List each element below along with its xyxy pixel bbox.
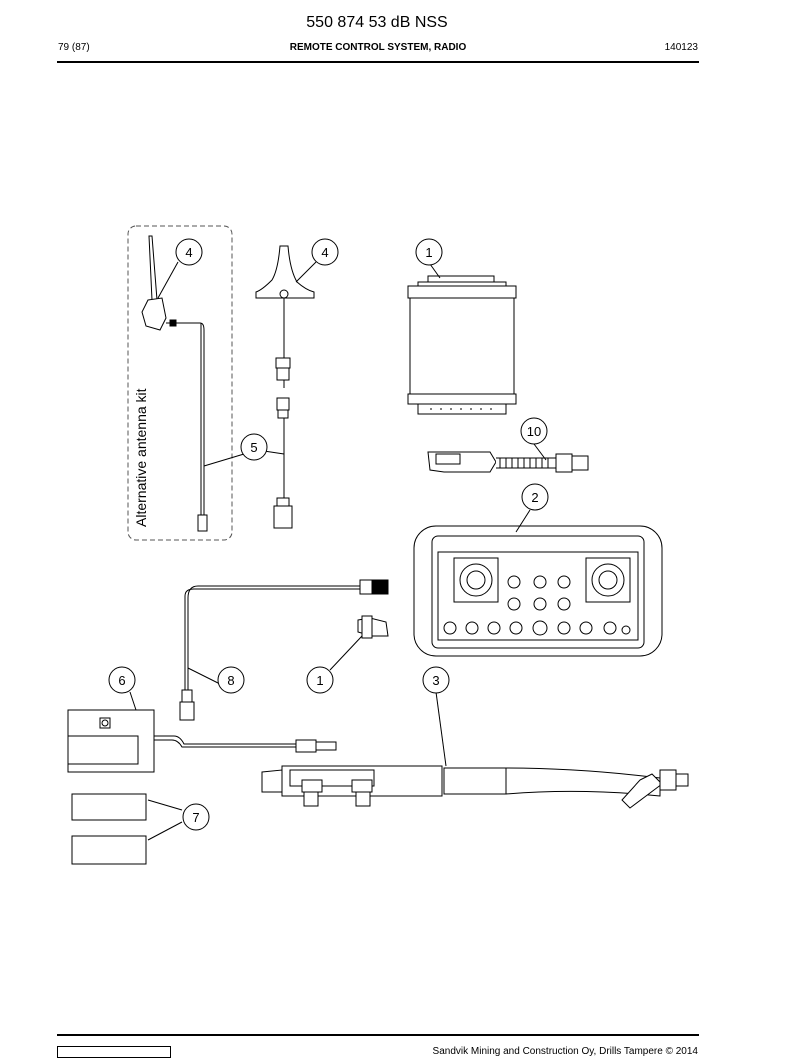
radio-unit	[407, 275, 517, 415]
svg-text:5: 5	[250, 440, 257, 455]
remote-transmitter	[413, 525, 663, 657]
callout-8: 8	[217, 666, 245, 694]
cable-assembly	[179, 579, 389, 721]
footer-copyright: Sandvik Mining and Construction Oy, Dril…	[432, 1046, 698, 1057]
svg-text:6: 6	[118, 673, 125, 688]
document-title: 550 874 53 dB NSS	[306, 14, 448, 31]
date-code: 140123	[664, 42, 698, 53]
shoulder-harness	[261, 765, 689, 809]
charger-unit	[67, 709, 337, 773]
svg-text:3: 3	[432, 673, 439, 688]
small-connector	[357, 615, 389, 639]
svg-text:2: 2	[531, 490, 538, 505]
callout-1b: 1	[306, 666, 334, 694]
svg-text:4: 4	[185, 245, 192, 260]
connector-cable	[427, 451, 589, 473]
svg-text:1: 1	[425, 245, 432, 260]
callout-3: 3	[422, 666, 450, 694]
whip-antenna	[141, 235, 208, 532]
svg-text:8: 8	[227, 673, 234, 688]
header-rule	[57, 61, 699, 63]
battery-pack-1	[71, 793, 147, 821]
callout-4b: 4	[311, 238, 339, 266]
callout-2: 2	[521, 483, 549, 511]
svg-text:1: 1	[316, 673, 323, 688]
svg-text:7: 7	[192, 810, 199, 825]
svg-text:10: 10	[527, 424, 541, 439]
callout-10: 10	[520, 417, 548, 445]
callout-5: 5	[240, 433, 268, 461]
leader-lines	[129, 261, 547, 841]
callout-7: 7	[182, 803, 210, 831]
battery-pack-2	[71, 835, 147, 865]
footer-rule	[57, 1034, 699, 1036]
brand-logo	[57, 1046, 171, 1058]
callout-6: 6	[108, 666, 136, 694]
callout-4a: 4	[175, 238, 203, 266]
puck-antenna	[255, 245, 315, 529]
section-title: REMOTE CONTROL SYSTEM, RADIO	[289, 42, 467, 53]
alt-kit-frame	[127, 225, 233, 541]
page-number: 79 (87)	[58, 42, 90, 53]
alt-kit-label: Alternative antenna kit	[133, 388, 149, 527]
callout-1a: 1	[415, 238, 443, 266]
svg-text:4: 4	[321, 245, 328, 260]
